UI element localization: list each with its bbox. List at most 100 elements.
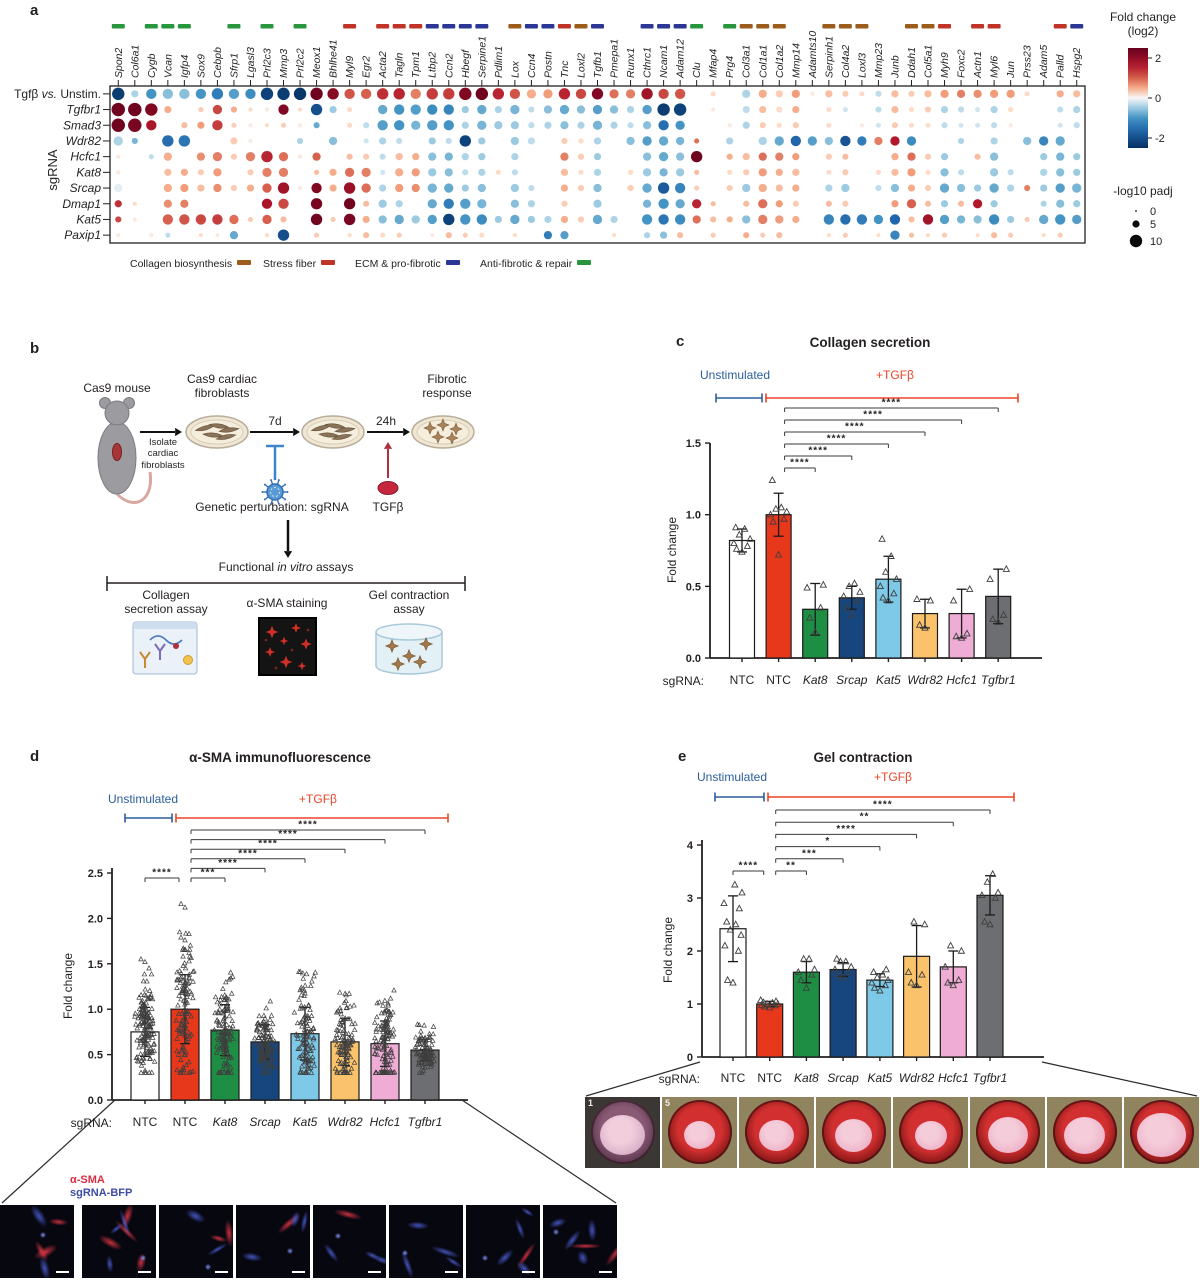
gene-label: Adam12 (675, 39, 687, 79)
gene-label: Prss23 (1022, 45, 1034, 78)
tgfb-label: TGFβ (372, 500, 404, 514)
x-category-label: Hcfc1 (938, 1071, 969, 1085)
gene-category-mark (442, 24, 456, 29)
fibrotic-label: Fibrotic response (422, 372, 472, 401)
gene-category-mark (1053, 24, 1067, 29)
lentivirus-icon (261, 479, 289, 505)
row-label: Dmap1 (62, 197, 101, 211)
significance-stars: ** (786, 861, 796, 872)
row-label: Paxip1 (64, 228, 101, 242)
if-image (235, 1205, 310, 1278)
e-tgfb-label: +TGFβ (874, 770, 912, 784)
y-axis-title: Fold change (661, 917, 675, 983)
gene-category-mark (541, 24, 555, 29)
category-swatch (577, 260, 592, 265)
gene-label: Col6a1 (129, 45, 141, 78)
gene-category-mark (971, 24, 985, 29)
y-tick: 2.0 (88, 913, 103, 925)
d-sgrna-prefix: sgRNA: (70, 1116, 112, 1130)
significance-stars: **** (873, 800, 893, 811)
category-swatch (445, 260, 460, 265)
d-tgfb-label: +TGFβ (299, 792, 337, 806)
gene-category-mark (1070, 24, 1084, 29)
gene-label: Loxl2 (575, 53, 587, 78)
x-category-label: Tgfbr1 (408, 1115, 443, 1129)
bar-NTC (756, 1003, 784, 1058)
gene-label: Adamts10 (807, 31, 819, 79)
x-category-label: NTC (133, 1115, 158, 1129)
significance-stars: **** (258, 839, 278, 850)
gene-category-mark (855, 24, 869, 29)
significance-stars: **** (863, 410, 883, 421)
gene-label: Ltbp2 (427, 52, 439, 78)
gene-category-mark (822, 24, 836, 29)
x-category-label: Kat8 (803, 673, 828, 687)
gene-label: Postn (542, 51, 554, 78)
if-image (0, 1205, 74, 1278)
gene-label: Tgfb1 (592, 51, 604, 78)
x-category-label: Tgfbr1 (973, 1071, 1008, 1085)
gene-label: Cebpb (212, 47, 224, 78)
collagen-assay-icon (132, 621, 198, 675)
if-image (543, 1205, 617, 1278)
x-category-label: Kat8 (213, 1115, 238, 1129)
gel-assay-label: Gel contraction assay (368, 588, 450, 617)
significance-stars: *** (802, 848, 817, 859)
gene-category-mark (739, 24, 753, 29)
x-category-label: Kat5 (868, 1071, 893, 1085)
significance-stars: **** (278, 829, 298, 840)
gene-label: Acta2 (377, 51, 389, 79)
gene-label: Loxl3 (856, 53, 868, 78)
y-tick: 0 (687, 1052, 693, 1064)
7d-label: 7d (268, 414, 282, 428)
gene-category-mark (904, 24, 918, 29)
x-category-label: Kat5 (293, 1115, 318, 1129)
if-image (466, 1205, 541, 1278)
gene-category-mark (557, 24, 571, 29)
panel-b-label: b (30, 340, 40, 357)
y-tick: 4 (687, 840, 694, 852)
gene-label: Egr2 (361, 56, 373, 78)
category-swatch (321, 260, 336, 265)
gene-label: Col4a2 (840, 45, 852, 78)
collagen-gel (684, 1121, 715, 1149)
y-tick: 1.5 (686, 438, 701, 450)
row-label: Kat8 (76, 165, 101, 179)
gene-label: Bhlhe41 (328, 39, 340, 78)
gene-category-mark (723, 24, 737, 29)
gel-well-photo (816, 1097, 891, 1168)
gene-label: Myl6 (989, 56, 1001, 78)
fibroblast-dish-1 (185, 415, 249, 449)
row-label: Tgfβ vs. Unstim. (14, 87, 101, 101)
c-sgrna-prefix: sgRNA: (662, 674, 704, 688)
gene-label: Mmp23 (873, 43, 885, 78)
gene-category-mark (111, 24, 125, 29)
gene-label: Ccn2 (443, 53, 455, 78)
significance-stars: **** (790, 458, 810, 469)
y-tick: 2 (687, 946, 693, 958)
gene-category-mark (772, 24, 786, 29)
scale-bar (368, 1271, 382, 1273)
y-tick: 0.0 (88, 1095, 103, 1107)
scale-bar (214, 1271, 228, 1273)
gene-category-mark (392, 24, 406, 29)
gel-well-photo (1047, 1097, 1122, 1168)
size-legend-dot (1135, 210, 1137, 212)
bar-NTC (765, 514, 792, 659)
row-label: Srcap (70, 181, 102, 195)
y-tick: 0.0 (686, 653, 701, 665)
colorbar-tick: 2 (1155, 53, 1161, 65)
collagen-gel (600, 1115, 645, 1155)
24h-label: 24h (375, 414, 397, 428)
scale-bar (55, 1271, 69, 1273)
significance-stars: **** (152, 868, 172, 879)
gene-category-mark (293, 24, 307, 29)
gene-label: Junb (889, 55, 901, 79)
gel-well-photo (1124, 1097, 1199, 1168)
gene-category-mark (144, 24, 158, 29)
gene-category-mark (574, 24, 588, 29)
scale-bar (599, 1271, 612, 1273)
